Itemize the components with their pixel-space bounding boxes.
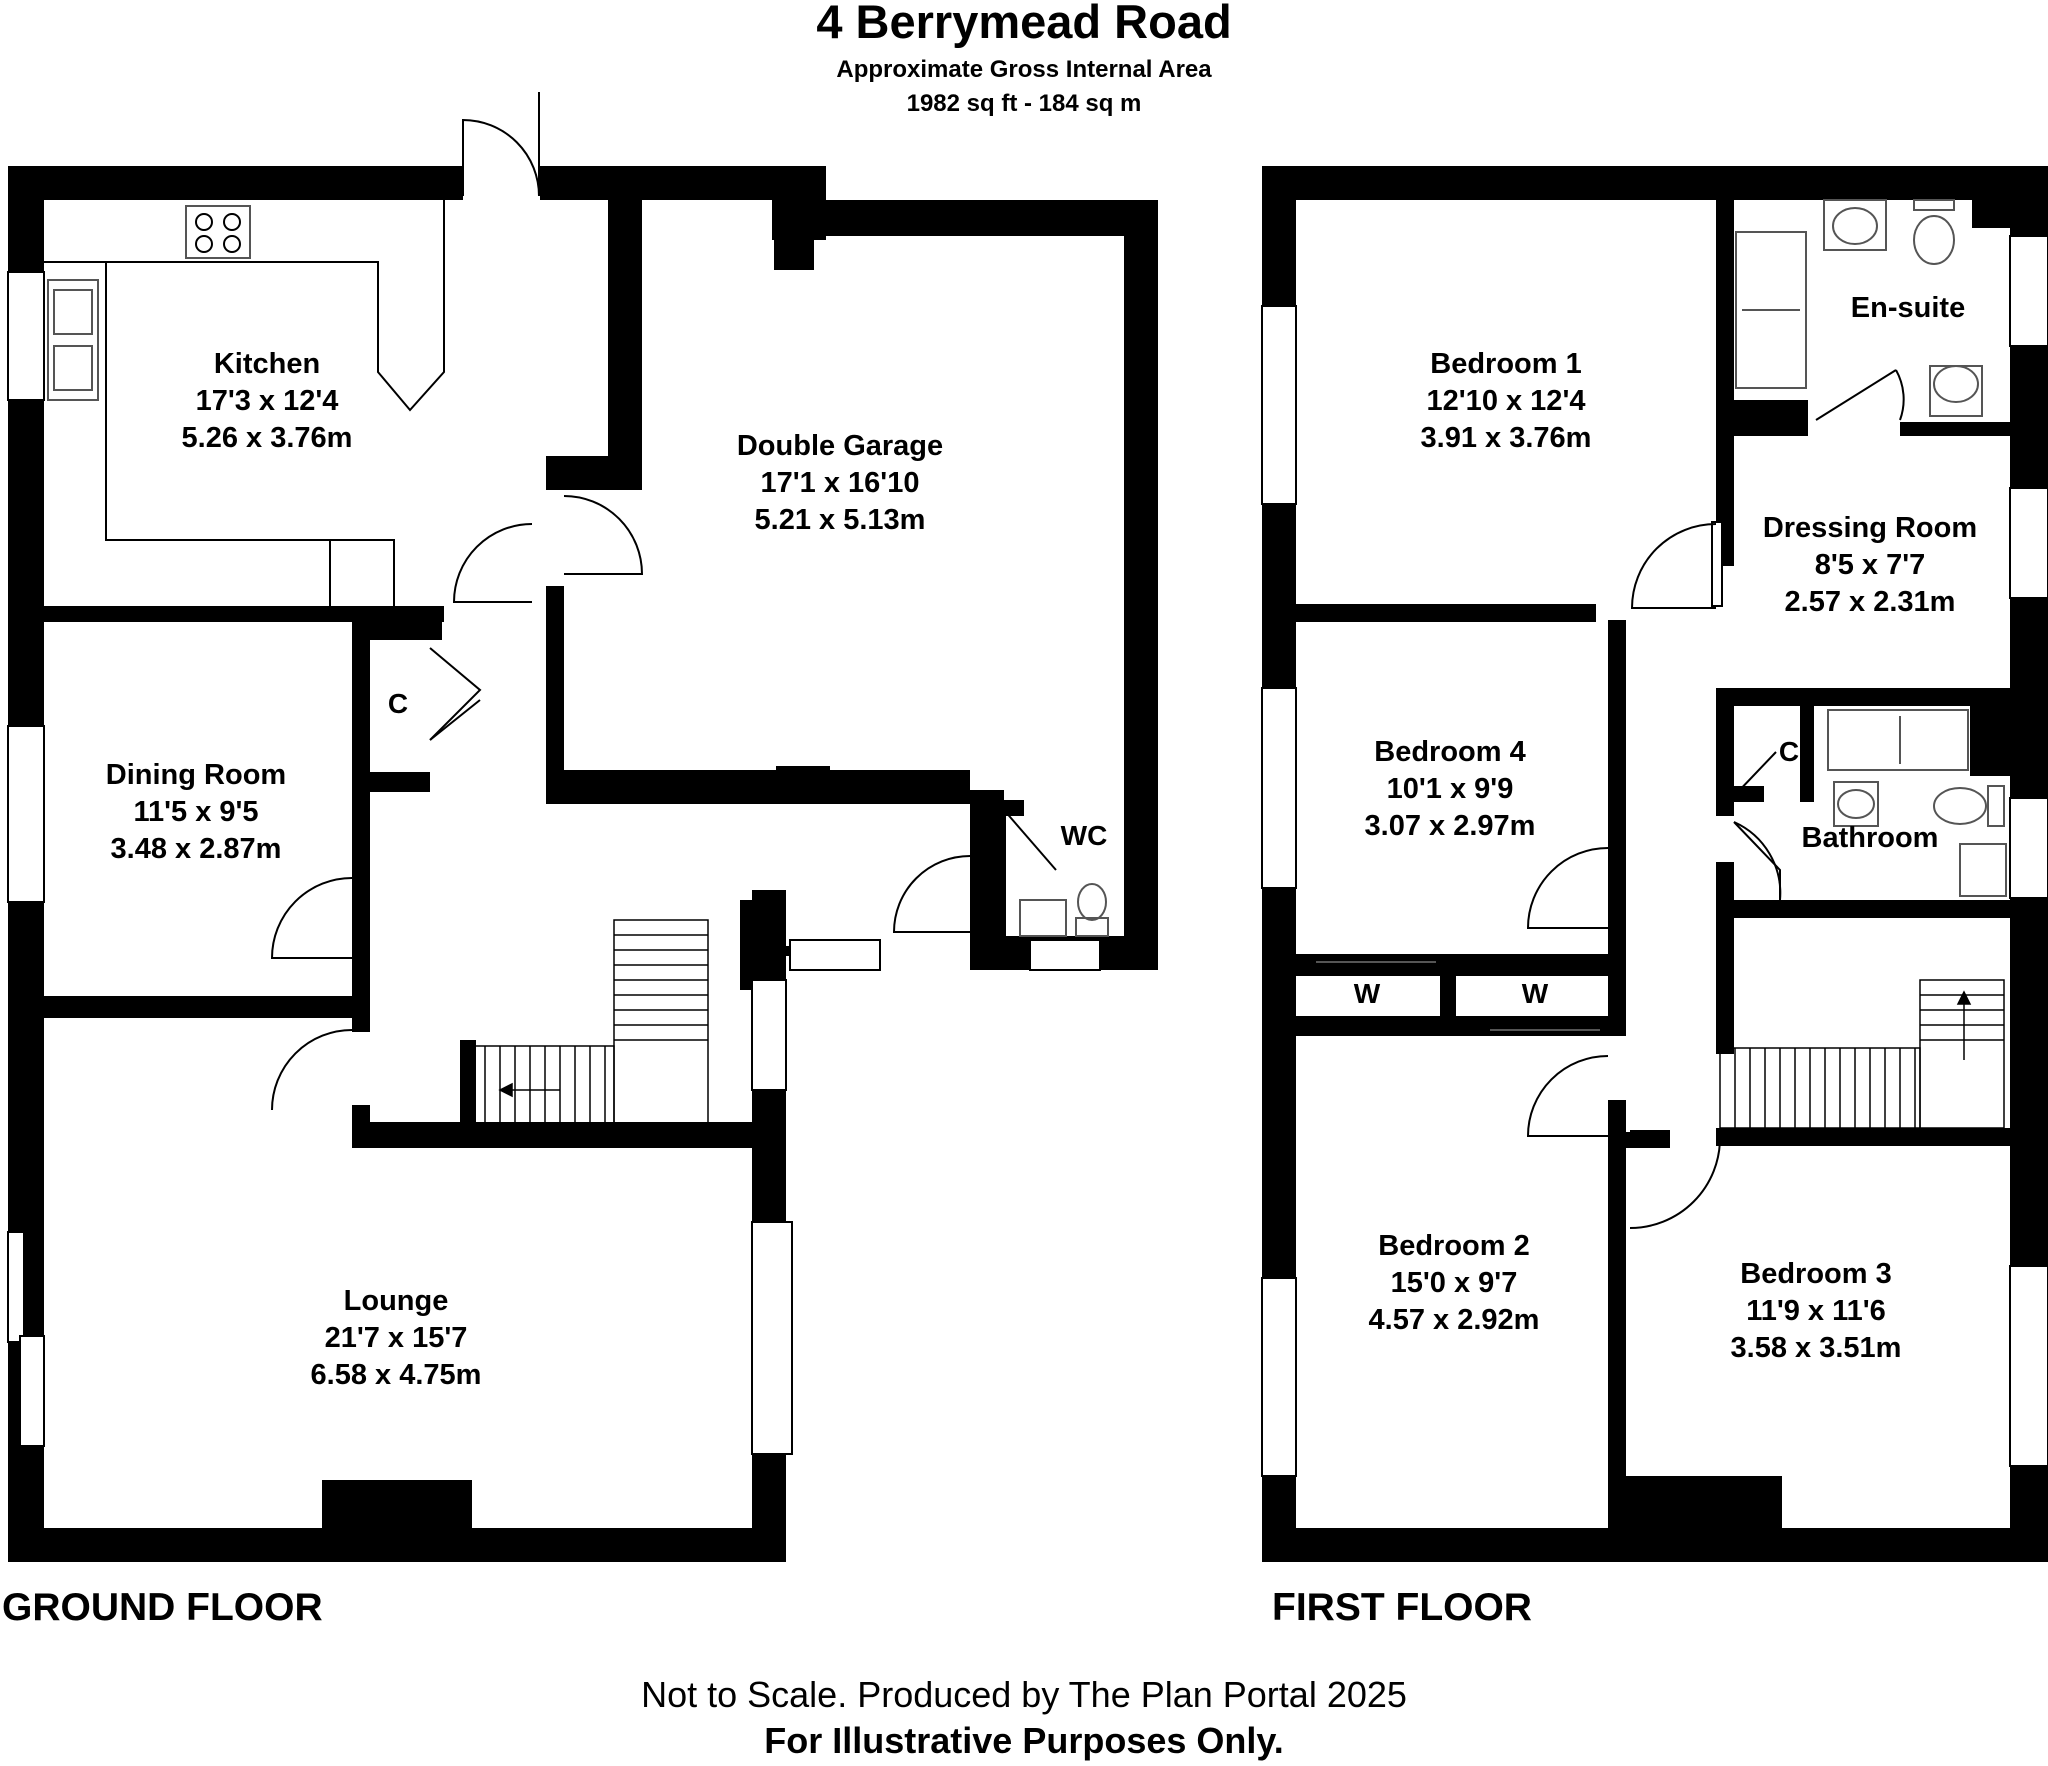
room-bedroom-2: Bedroom 2 15'0 x 9'7 4.57 x 2.92m [1334, 1228, 1574, 1339]
wardrobe-label: W [1521, 978, 1549, 1009]
room-name: Double Garage [736, 430, 944, 462]
room-dressing-room: Dressing Room 8'5 x 7'7 2.57 x 2.31m [1740, 510, 2000, 621]
first-floor-stairs [1719, 979, 2005, 1129]
room-name: Kitchen [213, 348, 321, 380]
room-name: Bedroom 4 [1374, 736, 1526, 768]
room-dimensions-imperial: 11'5 x 9'5 [133, 796, 259, 828]
plan-title: 4 Berrymead Road [816, 0, 1232, 48]
first-floor-windows [1261, 235, 2048, 1477]
illustrative-notice: For Illustrative Purposes Only. [764, 1720, 1284, 1761]
room-name: En-suite [1850, 292, 1966, 324]
room-dimensions-metric: 5.21 x 5.13m [754, 504, 926, 536]
room-bedroom-4: Bedroom 4 10'1 x 9'9 3.07 x 2.97m [1330, 734, 1570, 845]
room-bathroom: Bathroom [1790, 820, 1950, 857]
wardrobe-label: W [1353, 978, 1381, 1009]
floor-label-ground: GROUND FLOOR [2, 1586, 323, 1629]
area-value: 1982 sq ft - 184 sq m [906, 90, 1142, 117]
room-dimensions-metric: 6.58 x 4.75m [310, 1359, 482, 1391]
cupboard-label: C [1778, 736, 1800, 767]
first-floor-sanitary-fixtures [1735, 199, 2007, 897]
room-dimensions-metric: 3.58 x 3.51m [1730, 1332, 1902, 1364]
room-name: Bedroom 1 [1430, 348, 1582, 380]
kitchen-fixtures [44, 200, 445, 606]
room-kitchen: Kitchen 17'3 x 12'4 5.26 x 3.76m [140, 346, 394, 457]
first-floor-doors [1316, 369, 1905, 1229]
ground-floor-stairs [469, 919, 709, 1131]
room-en-suite: En-suite [1836, 290, 1980, 327]
room-dimensions-imperial: 17'1 x 16'10 [760, 467, 920, 499]
room-dimensions-imperial: 11'9 x 11'6 [1746, 1295, 1886, 1327]
area-label: Approximate Gross Internal Area [836, 56, 1212, 83]
room-dimensions-imperial: 21'7 x 15'7 [324, 1322, 468, 1354]
room-dimensions-imperial: 17'3 x 12'4 [195, 385, 339, 417]
room-dimensions-metric: 3.91 x 3.76m [1420, 422, 1592, 454]
room-bedroom-3: Bedroom 3 11'9 x 11'6 3.58 x 3.51m [1696, 1256, 1936, 1367]
ground-floor-windows [7, 271, 1101, 1455]
cupboard-label: C [387, 688, 409, 719]
room-dimensions-metric: 4.57 x 2.92m [1368, 1304, 1540, 1336]
room-name: Dining Room [105, 759, 287, 791]
room-dimensions-metric: 3.07 x 2.97m [1364, 810, 1536, 842]
room-bedroom-1: Bedroom 1 12'10 x 12'4 3.91 x 3.76m [1386, 346, 1626, 457]
room-dining-room: Dining Room 11'5 x 9'5 3.48 x 2.87m [66, 757, 326, 868]
floor-label-first: FIRST FLOOR [1272, 1586, 1532, 1629]
room-double-garage: Double Garage 17'1 x 16'10 5.21 x 5.13m [700, 428, 980, 539]
room-dimensions-imperial: 10'1 x 9'9 [1386, 773, 1514, 805]
wc-label: WC [1060, 820, 1108, 851]
room-dimensions-metric: 5.26 x 3.76m [181, 422, 353, 454]
room-dimensions-imperial: 12'10 x 12'4 [1426, 385, 1586, 417]
disclaimer-text: Not to Scale. Produced by The Plan Porta… [641, 1674, 1407, 1715]
room-name: Lounge [343, 1285, 449, 1317]
room-dimensions-metric: 3.48 x 2.87m [110, 833, 282, 865]
room-dimensions-metric: 2.57 x 2.31m [1784, 586, 1956, 618]
room-dimensions-imperial: 15'0 x 9'7 [1390, 1267, 1518, 1299]
room-dimensions-imperial: 8'5 x 7'7 [1814, 549, 1926, 581]
room-name: Dressing Room [1762, 512, 1978, 544]
room-name: Bedroom 2 [1378, 1230, 1530, 1262]
room-name: Bathroom [1801, 822, 1939, 854]
ground-wc-fixtures [1019, 883, 1109, 937]
room-lounge: Lounge 21'7 x 15'7 6.58 x 4.75m [270, 1283, 522, 1394]
ground-floor-doors [270, 92, 1057, 1111]
room-name: Bedroom 3 [1740, 1258, 1892, 1290]
